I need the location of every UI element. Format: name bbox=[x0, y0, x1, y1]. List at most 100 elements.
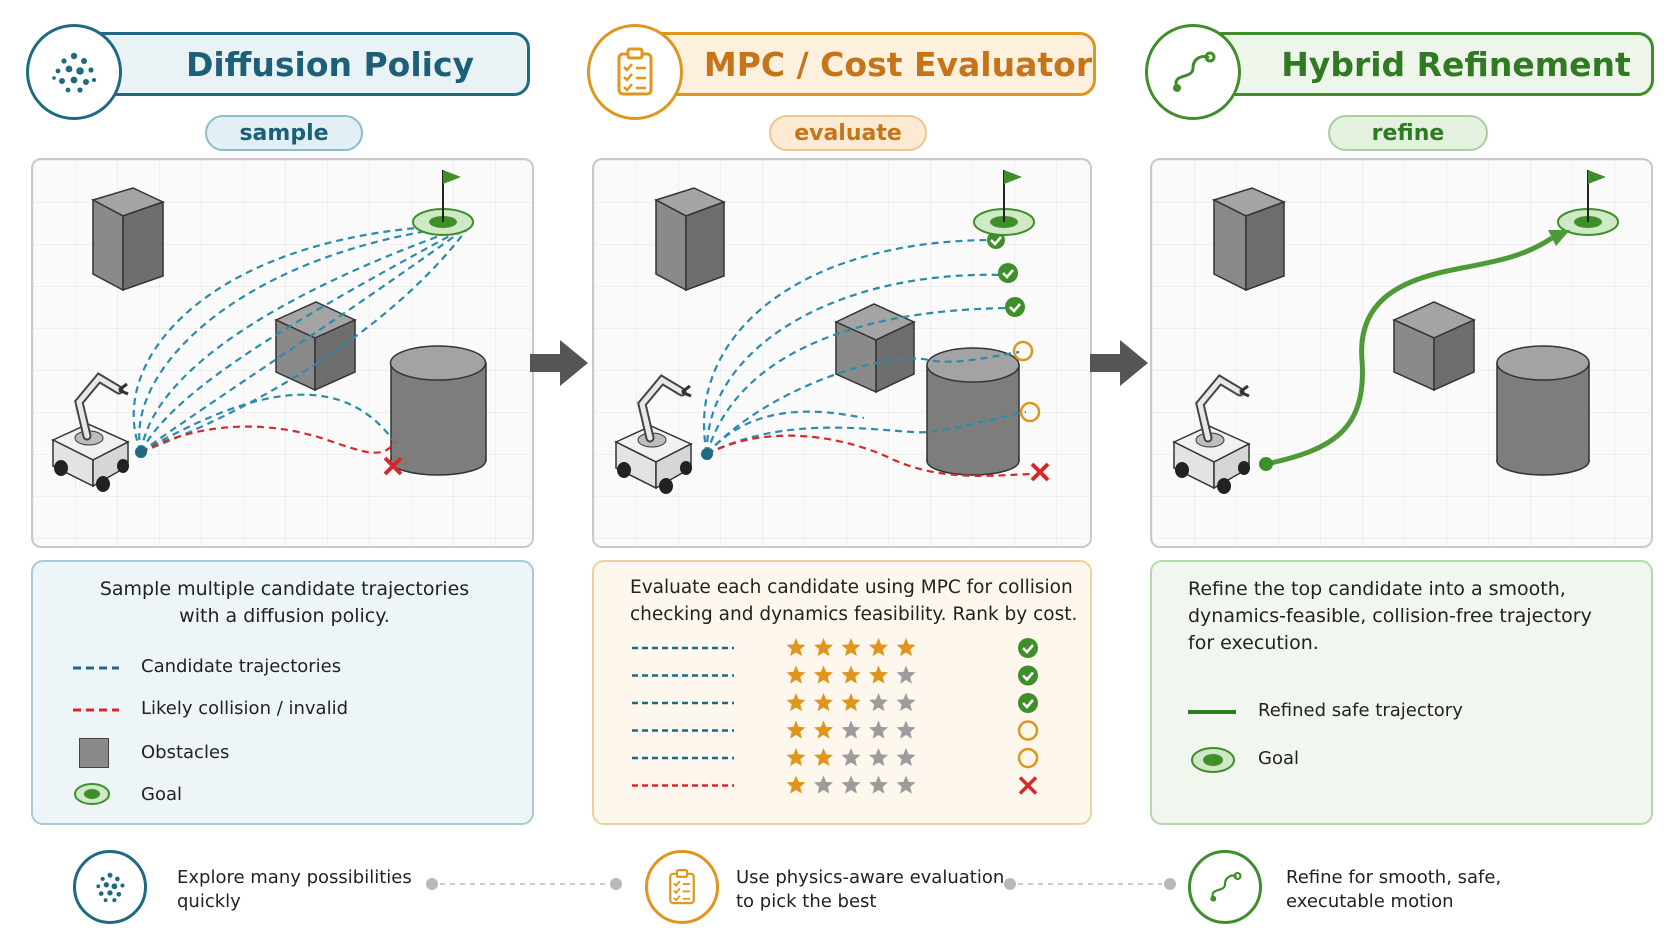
star-filled-icon bbox=[841, 638, 861, 657]
bottom-refine-text: Refine for smooth, safe, executable moti… bbox=[1286, 867, 1502, 912]
mobile-robot bbox=[614, 374, 693, 494]
obstacle-cylinder bbox=[1496, 345, 1590, 476]
star-filled-icon bbox=[814, 693, 833, 712]
legend-obstacles: Obstacles bbox=[141, 742, 230, 763]
star-filled-icon bbox=[814, 748, 833, 767]
clipboard-checklist-icon bbox=[645, 850, 719, 924]
legend-goal: Goal bbox=[141, 784, 182, 805]
goal-flag bbox=[973, 170, 1035, 236]
star-empty-icon bbox=[841, 748, 861, 767]
mobile-robot bbox=[1172, 374, 1251, 494]
pending-circle-icon bbox=[1017, 720, 1039, 741]
cross-icon bbox=[1018, 776, 1038, 795]
goal-target-icon bbox=[1191, 747, 1235, 773]
check-icon bbox=[998, 263, 1018, 283]
goal-target-icon bbox=[74, 783, 110, 805]
ranking-row bbox=[632, 638, 1038, 658]
connector-dots bbox=[1004, 878, 1176, 890]
star-empty-icon bbox=[869, 775, 888, 794]
ranking-row bbox=[632, 747, 1039, 769]
star-empty-icon bbox=[814, 775, 833, 794]
star-empty-icon bbox=[841, 775, 861, 794]
evaluate-info-box: Evaluate each candidate using MPC for co… bbox=[592, 560, 1092, 825]
flow-arrow-icon bbox=[1090, 340, 1148, 386]
star-empty-icon bbox=[896, 748, 916, 767]
ranking-row bbox=[632, 665, 1038, 686]
star-filled-icon bbox=[786, 775, 806, 794]
obstacle-box bbox=[274, 301, 357, 392]
goal-flag bbox=[412, 170, 474, 236]
ranking-row bbox=[632, 693, 1038, 713]
curve-path-icon bbox=[1188, 850, 1262, 924]
obstacle-box bbox=[1392, 301, 1476, 392]
ranking-row bbox=[632, 720, 1039, 741]
sample-description: Sample multiple candidate trajectories w… bbox=[99, 578, 470, 627]
evaluate-description: Evaluate each candidate using MPC for co… bbox=[630, 577, 1078, 625]
gray-square-icon bbox=[79, 738, 109, 768]
obstacle-box bbox=[834, 303, 916, 394]
pending-circle-icon bbox=[1019, 401, 1041, 423]
star-filled-icon bbox=[814, 720, 833, 739]
legend-collision: Likely collision / invalid bbox=[141, 698, 348, 719]
evaluate-tag: evaluate bbox=[769, 115, 927, 151]
bottom-evaluate-text: Use physics-aware evaluation to pick the… bbox=[736, 867, 1005, 912]
curve-path-icon bbox=[1145, 24, 1241, 120]
legend-goal-3: Goal bbox=[1258, 748, 1299, 769]
collision-cross-icon bbox=[383, 456, 403, 476]
mobile-robot bbox=[51, 372, 130, 492]
solid-green-line-icon bbox=[1188, 710, 1236, 714]
goal-flag bbox=[1557, 170, 1619, 236]
obstacle-box bbox=[1212, 187, 1287, 292]
dots-cluster-icon bbox=[73, 850, 147, 924]
star-empty-icon bbox=[869, 720, 888, 739]
star-filled-icon bbox=[786, 748, 806, 767]
star-empty-icon bbox=[896, 775, 916, 794]
evaluate-scene bbox=[592, 158, 1092, 548]
pending-circle-icon bbox=[1017, 747, 1039, 769]
panel3-header: Hybrid Refinement bbox=[1198, 32, 1654, 96]
panel2-header: MPC / Cost Evaluator bbox=[640, 32, 1096, 96]
star-filled-icon bbox=[814, 665, 833, 684]
refine-description: Refine the top candidate into a smooth, … bbox=[1188, 578, 1592, 654]
dots-cluster-icon bbox=[26, 24, 122, 120]
connector-dots bbox=[426, 878, 622, 890]
star-empty-icon bbox=[869, 748, 888, 767]
sample-scene bbox=[31, 158, 534, 548]
check-icon bbox=[1005, 297, 1025, 317]
bottom-explore-text: Explore many possibilities quickly bbox=[177, 867, 412, 912]
refined-trajectory bbox=[1265, 235, 1554, 467]
ranking-row bbox=[632, 775, 1038, 795]
refine-info-box: Refine the top candidate into a smooth, … bbox=[1150, 560, 1653, 825]
star-filled-icon bbox=[896, 638, 916, 657]
star-empty-icon bbox=[896, 665, 916, 684]
panel2-title: MPC / Cost Evaluator bbox=[703, 44, 1093, 84]
star-filled-icon bbox=[869, 665, 888, 684]
star-filled-icon bbox=[841, 693, 861, 712]
star-filled-icon bbox=[786, 638, 806, 657]
obstacle-box bbox=[654, 187, 726, 292]
panel1-title: Diffusion Policy bbox=[185, 44, 475, 84]
check-icon bbox=[1018, 693, 1038, 713]
flow-arrow-icon bbox=[530, 340, 588, 386]
dashed-blue-line-icon bbox=[73, 666, 119, 670]
star-empty-icon bbox=[869, 693, 888, 712]
panel1-header: Diffusion Policy bbox=[70, 32, 530, 96]
sample-tag: sample bbox=[205, 115, 363, 151]
sample-info-box: Sample multiple candidate trajectories w… bbox=[31, 560, 534, 825]
ranking-table bbox=[632, 638, 1039, 795]
check-icon bbox=[1018, 665, 1038, 686]
panel3-title: Hybrid Refinement bbox=[1281, 44, 1631, 84]
star-filled-icon bbox=[841, 665, 861, 684]
legend-refined: Refined safe trajectory bbox=[1258, 700, 1463, 721]
cross-icon bbox=[1030, 462, 1050, 482]
obstacle-box bbox=[91, 187, 165, 292]
dashed-red-line-icon bbox=[73, 708, 119, 712]
obstacle-cylinder bbox=[926, 347, 1020, 476]
star-empty-icon bbox=[896, 693, 916, 712]
star-empty-icon bbox=[896, 720, 916, 739]
star-empty-icon bbox=[841, 720, 861, 739]
star-filled-icon bbox=[786, 720, 806, 739]
star-filled-icon bbox=[786, 693, 806, 712]
star-filled-icon bbox=[814, 638, 833, 657]
pending-circle-icon bbox=[1012, 340, 1034, 362]
